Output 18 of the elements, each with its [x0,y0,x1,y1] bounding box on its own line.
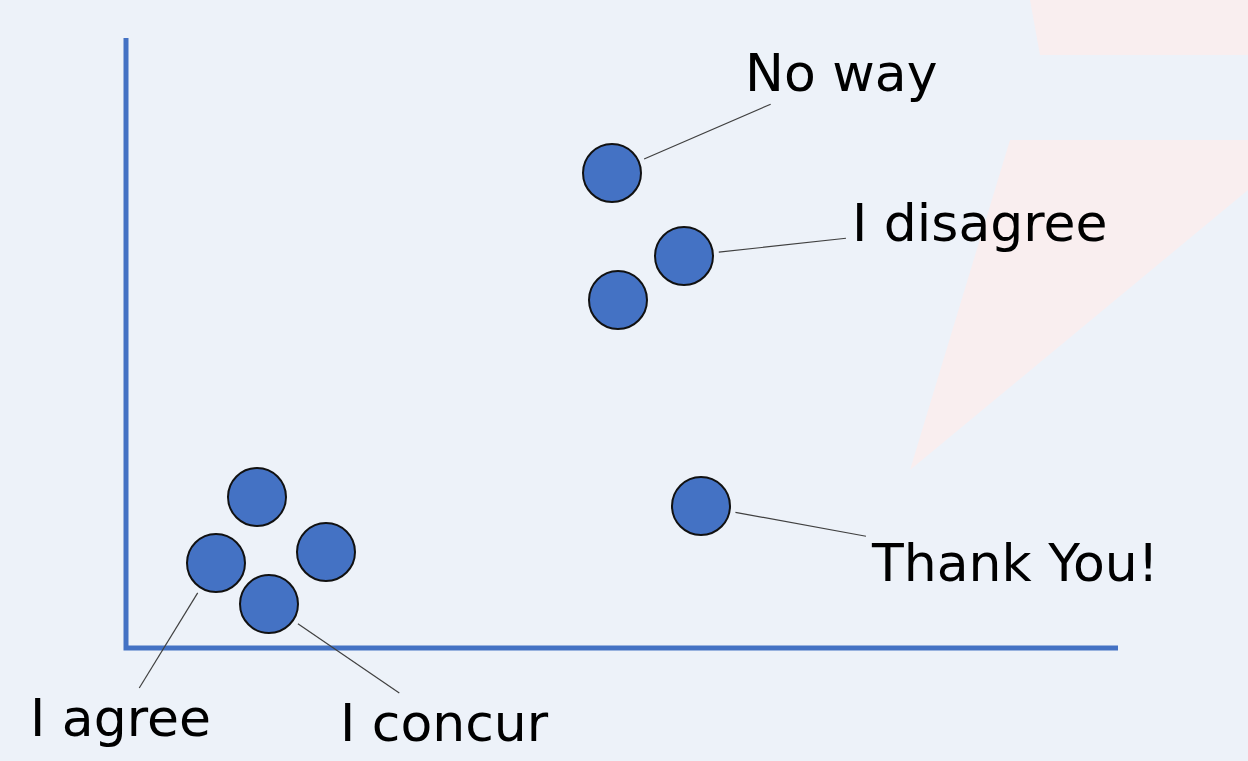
data-point [671,476,731,536]
callout-text: I agree [30,690,211,748]
data-point [227,467,287,527]
data-point [582,143,642,203]
data-point [186,533,246,593]
leader-line [734,511,867,537]
leader-line [138,592,199,689]
leader-line [718,237,847,253]
data-point [239,574,299,634]
data-point [654,226,714,286]
callout-text: No way [745,45,938,103]
callout-text: I concur [340,695,549,753]
callout-text: I disagree [852,195,1108,253]
data-point [296,522,356,582]
callout-text: Thank You! [872,535,1159,593]
leader-line [643,103,772,160]
leader-line [297,623,400,694]
data-point [588,270,648,330]
